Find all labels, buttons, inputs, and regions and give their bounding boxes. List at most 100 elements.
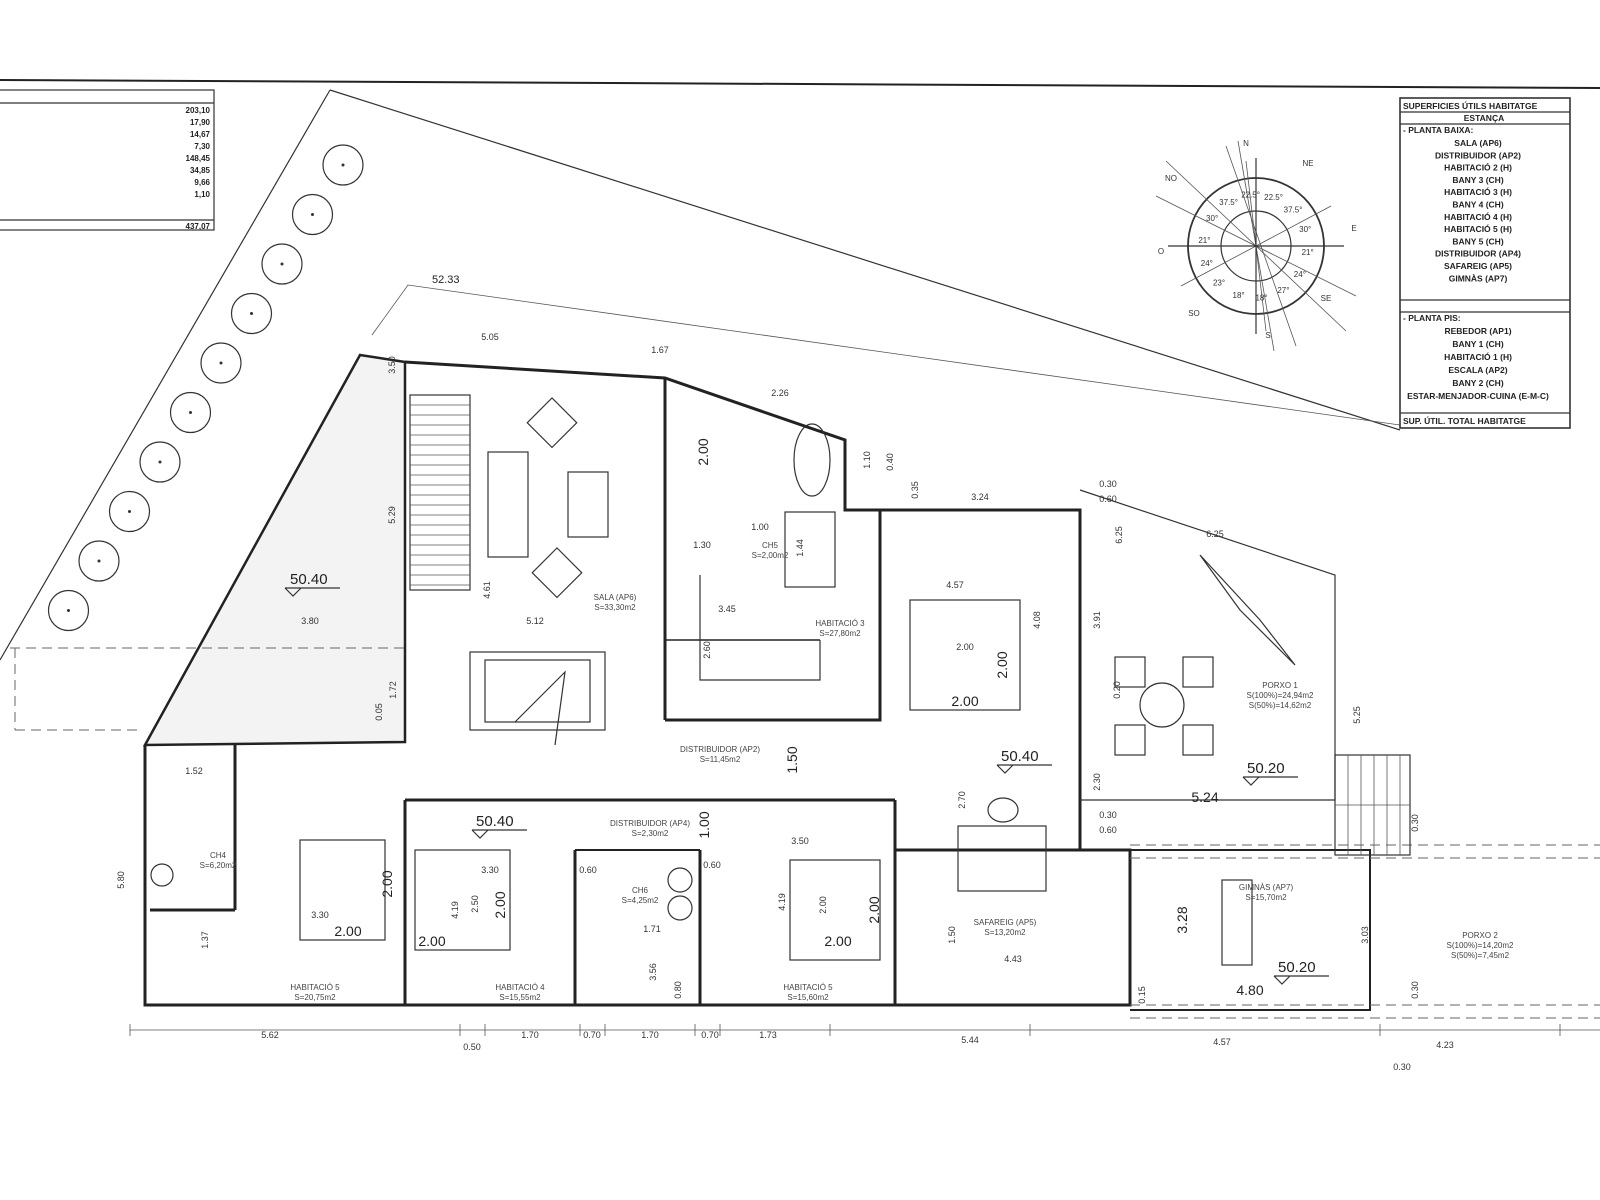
- compass-sector: 21°: [1302, 248, 1314, 257]
- dimension-label: 1.72: [388, 681, 398, 699]
- dimension-label: 1.50: [947, 926, 957, 944]
- table-row: HABITACIÓ 3 (H): [1444, 186, 1512, 197]
- dimension-label: 1.37: [200, 931, 210, 949]
- table-row: BANY 5 (CH): [1452, 236, 1503, 246]
- dimension-label: 3.50: [387, 356, 397, 374]
- room-area: S(50%)=7,45m2: [1451, 951, 1510, 960]
- dimension-label: 0.30: [1410, 981, 1420, 999]
- room-area: S(100%)=14,20m2: [1447, 941, 1514, 950]
- level-mark: 50.40: [476, 813, 514, 830]
- dimension-label: 1.73: [759, 1030, 777, 1040]
- dimension-label: 2.00: [334, 923, 361, 939]
- compass-sector: 22.5°: [1264, 193, 1283, 202]
- dimension-label: 0.40: [885, 453, 895, 471]
- table-row: ESTAR-MENJADOR-CUINA (E-M-C): [1407, 391, 1549, 401]
- dimension-label: 2.00: [866, 896, 882, 923]
- dimension-label: 2.00: [492, 891, 508, 918]
- dimension-label: 4.19: [777, 893, 787, 911]
- room-area: S=20,75m2: [294, 993, 336, 1002]
- tree-trunk: [341, 163, 345, 167]
- table-row: GIMNÀS (AP7): [1449, 273, 1508, 283]
- dimension-label: 0.70: [583, 1030, 601, 1040]
- dimension-label: 2.00: [379, 870, 395, 897]
- value: 203,10: [186, 106, 211, 115]
- dimension-label: 0.15: [1137, 986, 1147, 1004]
- dimension-label: 5.62: [261, 1030, 279, 1040]
- tree-trunk: [280, 262, 284, 266]
- level-markers: 52.33 50.40 50.40 50.40 50.20 50.20: [284, 274, 1329, 985]
- room-name: SAFAREIG (AP5): [974, 918, 1037, 927]
- dimension-label: 5.44: [961, 1035, 979, 1045]
- dimension-label: 2.00: [994, 651, 1010, 678]
- value: 1,10: [194, 190, 210, 199]
- dimension-label: 0.30: [1099, 479, 1117, 489]
- table-row: BANY 1 (CH): [1452, 339, 1503, 349]
- dimension-label: 1.10: [862, 451, 872, 469]
- table-row: BANY 4 (CH): [1452, 200, 1503, 210]
- dimension-label: 0.30: [1393, 1062, 1411, 1072]
- dimension-label: 2.00: [818, 896, 828, 914]
- tree-icon: [291, 193, 334, 236]
- table-header: ESTANÇA: [1464, 113, 1504, 123]
- dimension-label: 3.56: [648, 963, 658, 981]
- dimension-label: 5.25: [1352, 706, 1362, 724]
- compass-sector: 22.5°: [1241, 190, 1260, 199]
- tree-trunk: [219, 361, 223, 365]
- tree-trunk: [67, 609, 70, 612]
- dimension-label: 0.05: [374, 703, 384, 721]
- dimension-label: 2.00: [951, 693, 978, 709]
- dimension-label: 4.57: [1213, 1037, 1231, 1047]
- table-row: HABITACIÓ 4 (H): [1444, 211, 1512, 222]
- dimension-label: 1.70: [641, 1030, 659, 1040]
- tree-icon: [322, 144, 364, 186]
- room-labels: SALA (AP6) S=33,30m2 HABITACIÓ 3 S=27,80…: [200, 541, 1514, 1002]
- dimension-label: 0.60: [579, 865, 597, 875]
- tree-trunk: [158, 460, 162, 464]
- dimension-label: 1.30: [693, 540, 711, 550]
- table-row: ESCALA (AP2): [1448, 365, 1507, 375]
- dimension-label: 2.00: [824, 933, 851, 949]
- tree-icon: [47, 589, 90, 632]
- dimension-label: 1.44: [795, 539, 805, 557]
- level-mark: 52.33: [432, 274, 460, 286]
- room-name: PORXO 1: [1262, 681, 1298, 690]
- compass-direction: SO: [1188, 309, 1200, 318]
- room-name: SALA (AP6): [594, 593, 637, 602]
- tree-icon: [261, 243, 303, 285]
- room-area: S=11,45m2: [700, 755, 741, 764]
- section-label: - PLANTA BAIXA:: [1403, 125, 1474, 135]
- compass-direction: O: [1158, 247, 1164, 256]
- dimension-label: 0.35: [910, 481, 920, 499]
- level-mark: 50.40: [1001, 748, 1039, 765]
- section-label: - PLANTA PIS:: [1403, 313, 1461, 323]
- value: 7,30: [194, 142, 210, 151]
- dimension-label: 2.26: [771, 388, 789, 398]
- compass-sector: 27°: [1277, 286, 1289, 295]
- tree-icon: [230, 292, 273, 335]
- dimension-label: 0.30: [1099, 810, 1117, 820]
- dimension-label: 3.24: [971, 492, 989, 502]
- dimension-label: 0.60: [703, 860, 721, 870]
- dimension-label: 4.19: [450, 901, 460, 919]
- dimension-label: 3.45: [718, 604, 736, 614]
- table-row: BANY 2 (CH): [1452, 378, 1503, 388]
- dimension-label: 3.30: [311, 910, 329, 920]
- tree-trunk: [189, 411, 192, 414]
- table-row: HABITACIÓ 2 (H): [1444, 162, 1512, 173]
- dimension-label: 5.80: [116, 871, 126, 889]
- compass-sector: 23°: [1213, 279, 1225, 288]
- dimension-label: 1.52: [185, 766, 203, 776]
- dimension-label: 2.30: [1092, 773, 1102, 791]
- table-total-label: SUP. ÚTIL. TOTAL HABITATGE: [1403, 415, 1526, 426]
- tree-trunk: [250, 312, 253, 315]
- dimension-label: 4.43: [1004, 954, 1022, 964]
- trees: [47, 144, 364, 632]
- dimension-label: 1.00: [696, 811, 712, 838]
- room-area: S=4,25m2: [622, 896, 659, 905]
- dimension-label: 3.80: [301, 616, 319, 626]
- room-name: HABITACIÓ 3: [815, 619, 865, 628]
- room-area: S(50%)=14,62m2: [1249, 701, 1312, 710]
- dimension-label: 6.25: [1206, 529, 1224, 539]
- compass-sector: 18°: [1255, 294, 1267, 303]
